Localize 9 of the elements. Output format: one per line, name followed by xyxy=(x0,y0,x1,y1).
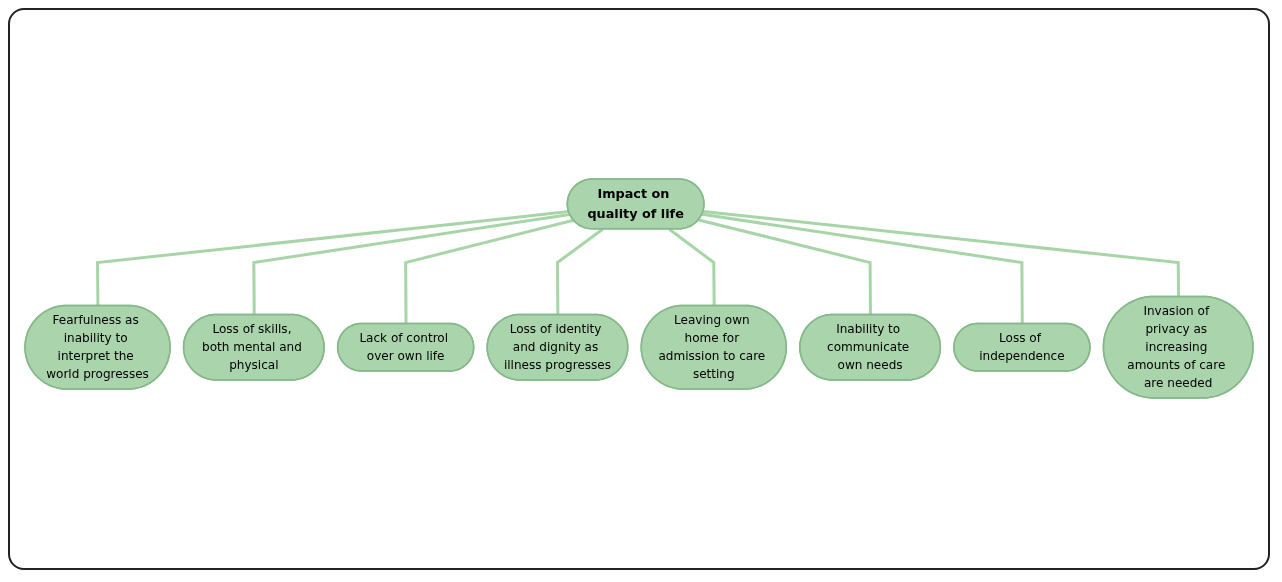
connector xyxy=(404,219,574,325)
connector xyxy=(96,210,569,307)
connector xyxy=(698,218,872,316)
connector xyxy=(252,213,571,316)
connector xyxy=(668,228,716,307)
connector xyxy=(703,210,1181,298)
connector xyxy=(701,213,1024,325)
diagram-frame: Impact on quality of life Fearfulness as inability to interpret the world progresses Loss of skills, both mental and physical Lack of control over own life Loss of identity and dignity as illness progresses Leaving own home for admission to care setting Inability to communicate own needs Loss of independence Invasion of privacy as increasing amounts of care are needed xyxy=(8,8,1270,570)
connector xyxy=(555,228,604,316)
